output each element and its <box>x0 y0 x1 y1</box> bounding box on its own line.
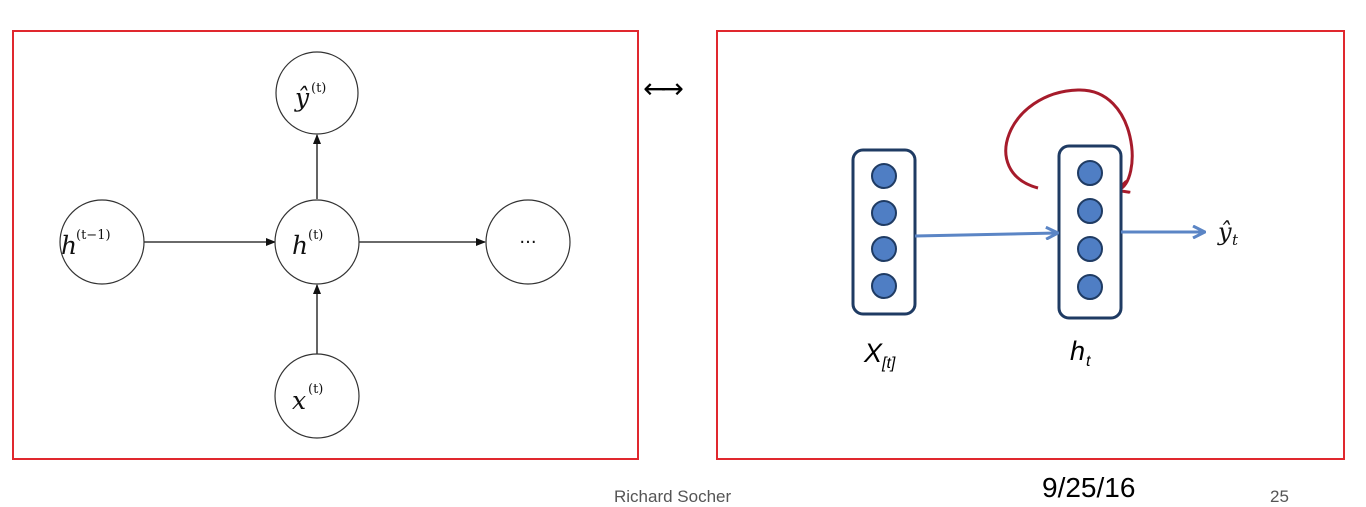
node-y-hat-base: ŷ <box>294 83 310 112</box>
output-label-base: ŷ <box>1217 218 1232 246</box>
input-unit-1 <box>871 163 897 189</box>
node-h-t-sup: (t) <box>308 228 323 243</box>
node-h-t-base: h <box>292 231 308 260</box>
output-label: ŷ t <box>1217 218 1239 249</box>
rnn-vector-diagram: ŷ t X [t] h t <box>851 88 1239 372</box>
hidden-vector <box>1057 144 1123 320</box>
left-diagram-panel: ŷ (t) h (t−1) h (t) ··· x (t) <box>12 30 639 460</box>
input-label: X [t] <box>863 338 896 372</box>
hidden-unit-4 <box>1077 274 1103 300</box>
hidden-label-base: h <box>1070 336 1085 366</box>
input-unit-2 <box>871 200 897 226</box>
node-x-t-sup: (t) <box>308 382 323 397</box>
node-x-t-base: x <box>292 386 306 415</box>
input-unit-4 <box>871 273 897 299</box>
hidden-unit-3 <box>1077 236 1103 262</box>
node-h-t: h (t) <box>274 199 360 285</box>
node-x-t: x (t) <box>274 353 360 439</box>
footer-date: 9/25/16 <box>1042 472 1136 503</box>
input-unit-3 <box>871 236 897 262</box>
footer-page-number: 25 <box>1270 487 1289 506</box>
node-y-hat: ŷ (t) <box>275 51 359 135</box>
equivalence-arrow: ←→ <box>643 72 684 105</box>
hidden-unit-1 <box>1077 160 1103 186</box>
right-diagram-panel: ŷ t X [t] h t <box>716 30 1345 460</box>
node-h-prev-sup: (t−1) <box>76 228 111 243</box>
output-label-sub: t <box>1232 231 1239 249</box>
node-next-ellipsis: ··· <box>519 232 536 253</box>
hidden-label-sub: t <box>1086 353 1091 370</box>
node-h-prev: h (t−1) <box>59 199 145 285</box>
node-h-prev-base: h <box>61 231 77 260</box>
footer-author: Richard Socher <box>614 487 732 506</box>
input-label-sub: [t] <box>881 355 896 372</box>
recurrence-loop-arrow <box>1004 88 1134 190</box>
hidden-unit-2 <box>1077 198 1103 224</box>
node-next: ··· <box>485 199 571 285</box>
input-label-base: X <box>863 338 883 368</box>
node-y-hat-sup: (t) <box>311 81 326 96</box>
input-to-hidden-arrow <box>914 233 1057 236</box>
rnn-unrolled-graph: ŷ (t) h (t−1) h (t) ··· x (t) <box>59 51 571 439</box>
input-vector <box>851 148 917 316</box>
hidden-label: h t <box>1070 336 1091 370</box>
